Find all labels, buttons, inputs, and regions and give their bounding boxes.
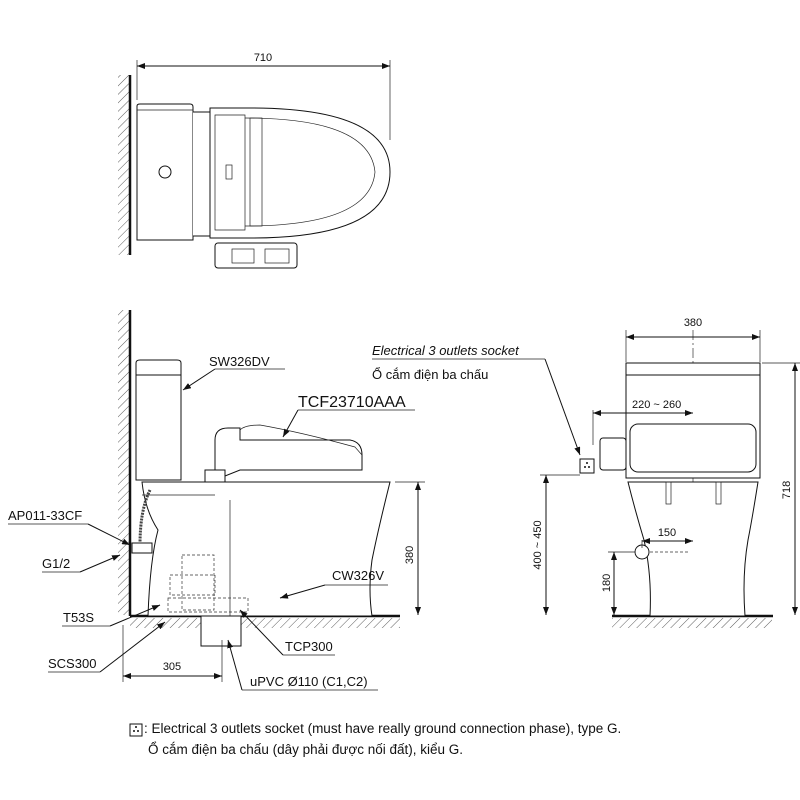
note-line-2: Ổ cắm điện ba chấu (dây phải được nối đấ… [148, 742, 464, 757]
side-view: 380 305 SW326DV TCF23710AAA AP011-33CF G… [8, 310, 581, 691]
label-tank: SW326DV [209, 354, 270, 369]
label-bolt: T53S [63, 610, 94, 625]
front-width-label: 380 [684, 317, 702, 329]
total-height-label: 718 [781, 481, 793, 499]
width-dim-label: 710 [254, 52, 272, 64]
seat-height-label: 380 [404, 546, 416, 564]
side-bowl [141, 481, 391, 617]
label-drain: uPVC Ø110 (C1,C2) [250, 674, 368, 689]
top-view: 710 [118, 52, 391, 269]
wall-hatch [118, 75, 129, 255]
label-seat: TCF23710AAA [298, 394, 406, 411]
socket-icon [579, 458, 595, 474]
socket-height-label: 400 ~ 450 [532, 520, 544, 569]
front-seat [629, 423, 757, 473]
seat-outline [209, 107, 391, 239]
control-panel [214, 242, 298, 269]
label-flange: TCP300 [285, 639, 333, 654]
label-angle-valve: AP011-33CF [8, 508, 82, 523]
drain-offset-label: 305 [163, 661, 181, 673]
label-socket-en: Electrical 3 outlets socket [372, 343, 520, 358]
drain-pipe [200, 615, 242, 647]
socket-offset-label: 220 ~ 260 [632, 399, 681, 411]
label-inlet: G1/2 [42, 556, 70, 571]
angle-valve [131, 542, 153, 554]
inlet-height-label: 180 [601, 574, 613, 592]
label-sealing: SCS300 [48, 656, 96, 671]
note-socket-icon [129, 723, 143, 737]
front-bowl [627, 481, 759, 617]
label-bowl: CW326V [332, 568, 384, 583]
side-seat [214, 427, 363, 481]
side-tank [135, 359, 182, 481]
inlet-offset-label: 150 [658, 527, 676, 539]
flush-button [158, 165, 172, 179]
note-line-1: : Electrical 3 outlets socket (must have… [144, 721, 622, 736]
front-view: 380 220 ~ 260 718 400 ~ 450 150 180 [532, 317, 800, 628]
label-socket-vi: Ổ cắm điện ba chấu [372, 367, 488, 382]
